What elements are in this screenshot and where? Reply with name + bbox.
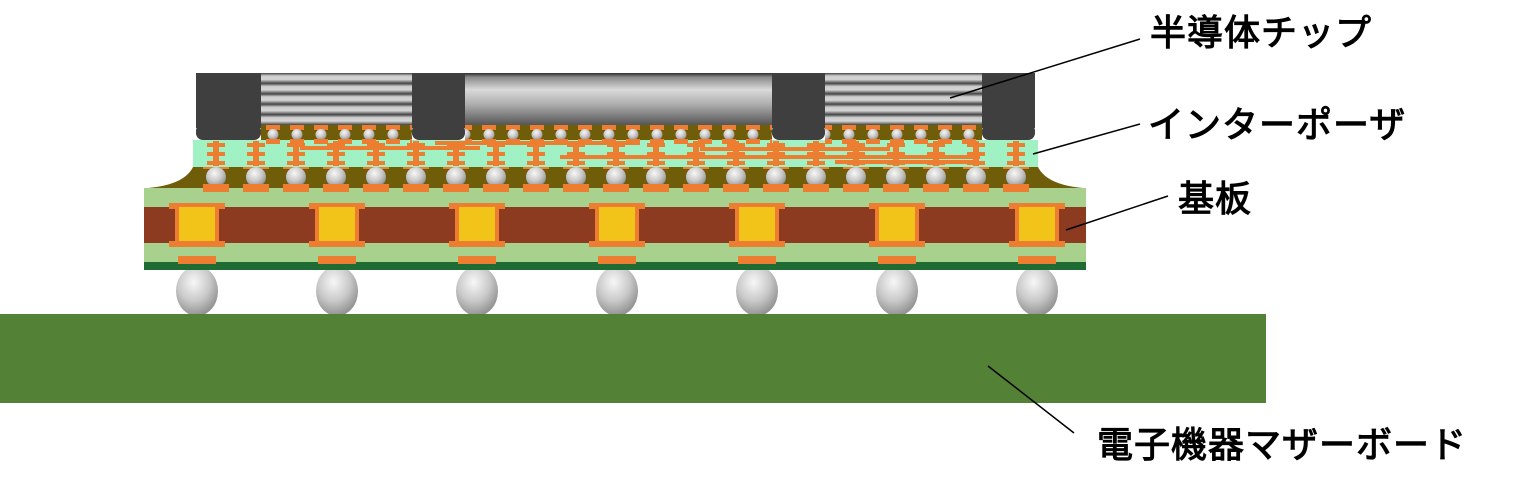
spacer-block	[772, 73, 825, 140]
solder-ball	[736, 266, 778, 316]
interposer-layer	[193, 140, 1038, 167]
label-substrate: 基板	[1178, 179, 1253, 220]
solder-ball	[176, 266, 218, 316]
leader-line-semiconductor-chip	[949, 38, 1141, 99]
label-semiconductor-chip: 半導体チップ	[1150, 13, 1373, 54]
underfill-fillet-right	[1035, 156, 1083, 188]
label-motherboard: 電子機器マザーボード	[1097, 425, 1468, 466]
underfill-fillet-left	[148, 156, 196, 188]
main-die-chip	[465, 73, 772, 125]
leader-line-substrate	[1065, 195, 1169, 231]
microbump-layer	[261, 125, 982, 144]
chip-row	[196, 73, 1035, 140]
bga-solder-balls	[176, 266, 1058, 316]
copper-trace	[560, 155, 980, 159]
spacer-block	[196, 73, 261, 140]
solder-ball	[596, 266, 638, 316]
spacer-block	[412, 73, 465, 140]
leader-line-interposer	[1032, 123, 1141, 155]
microbumps	[261, 125, 412, 144]
microbumps	[465, 125, 772, 144]
substrate-solder-mask	[144, 262, 1086, 270]
stacked-die-chip-left	[261, 73, 412, 125]
solder-ball	[456, 266, 498, 316]
stacked-die-chip-right	[825, 73, 982, 125]
leader-line-motherboard	[987, 365, 1075, 434]
solder-ball	[316, 266, 358, 316]
copper-trace	[700, 147, 890, 151]
substrate	[144, 188, 1086, 270]
solder-ball	[1016, 266, 1058, 316]
motherboard-board	[0, 314, 1266, 403]
copper-trace	[835, 160, 975, 164]
spacer-block	[982, 73, 1035, 140]
copper-trace	[300, 146, 480, 150]
microbumps	[825, 125, 982, 144]
label-interposer: インターポーザ	[1148, 105, 1407, 146]
solder-ball	[876, 266, 918, 316]
